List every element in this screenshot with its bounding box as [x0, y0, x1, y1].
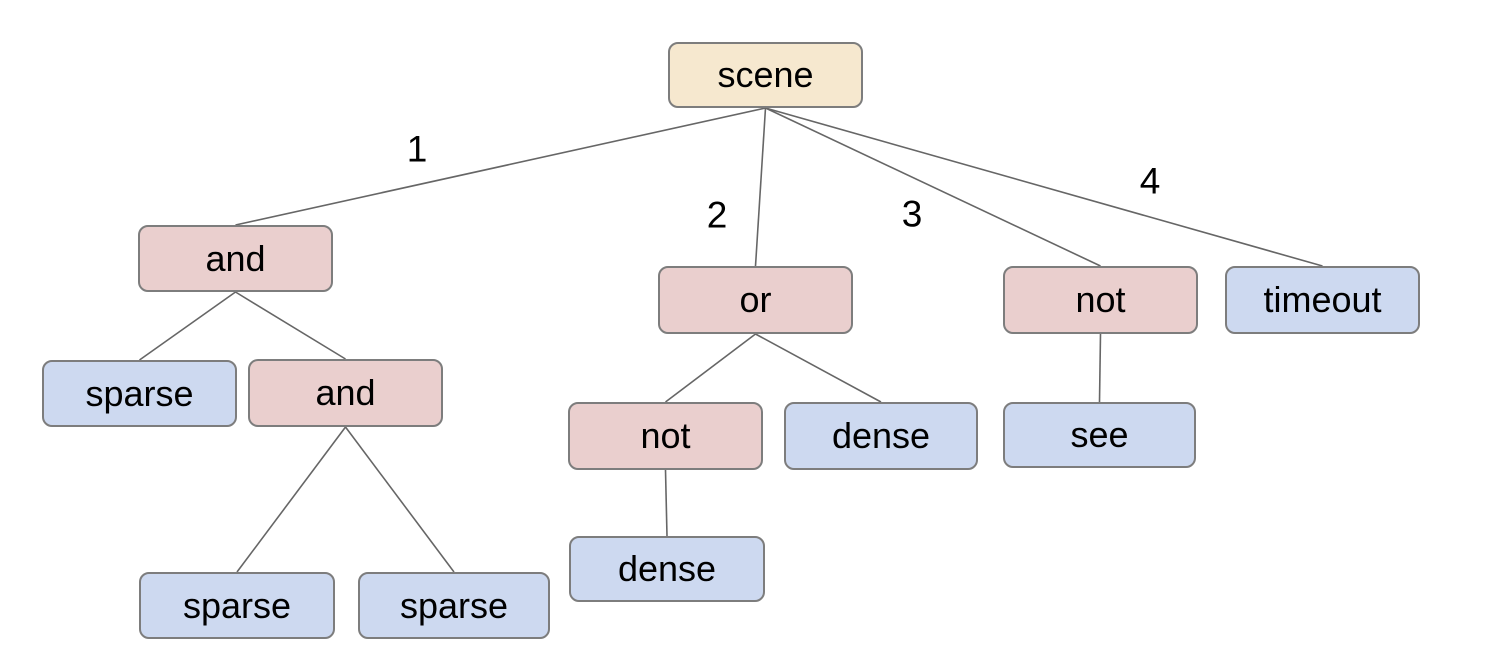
edge-label-3: 3: [901, 193, 923, 235]
edge-label-1: 1: [406, 128, 428, 170]
tree-node-see1: see: [1003, 402, 1196, 468]
tree-edge-scene-timeout1: [765, 107, 1323, 267]
tree-node-dense1: dense: [784, 402, 978, 470]
tree-node-not1: not: [1003, 266, 1198, 334]
tree-node-and2: and: [248, 359, 443, 427]
tree-node-or1: or: [658, 266, 853, 334]
tree-node-and1: and: [138, 225, 333, 292]
tree-edge-or1-not2: [665, 333, 756, 403]
tree-edge-not1-see1: [1098, 333, 1102, 403]
tree-edge-scene-or1: [754, 107, 767, 267]
tree-edge-and1-and2: [235, 291, 346, 360]
tree-node-sparse2: sparse: [139, 572, 335, 639]
edge-label-2: 2: [706, 194, 728, 236]
tree-node-sparse3: sparse: [358, 572, 550, 639]
tree-node-scene: scene: [668, 42, 863, 108]
tree-edge-scene-not1: [765, 107, 1101, 267]
tree-edge-and2-sparse3: [344, 426, 455, 573]
tree-edge-and1-sparse1: [139, 291, 236, 361]
tree-edge-and2-sparse2: [236, 426, 347, 573]
tree-edge-scene-and1: [235, 107, 766, 226]
tree-edge-not2-dense2: [664, 469, 668, 537]
edge-label-4: 4: [1139, 160, 1161, 202]
tree-node-not2: not: [568, 402, 763, 470]
tree-edge-or1-dense1: [755, 333, 882, 403]
tree-node-sparse1: sparse: [42, 360, 237, 427]
tree-node-timeout1: timeout: [1225, 266, 1420, 334]
tree-node-dense2: dense: [569, 536, 765, 602]
